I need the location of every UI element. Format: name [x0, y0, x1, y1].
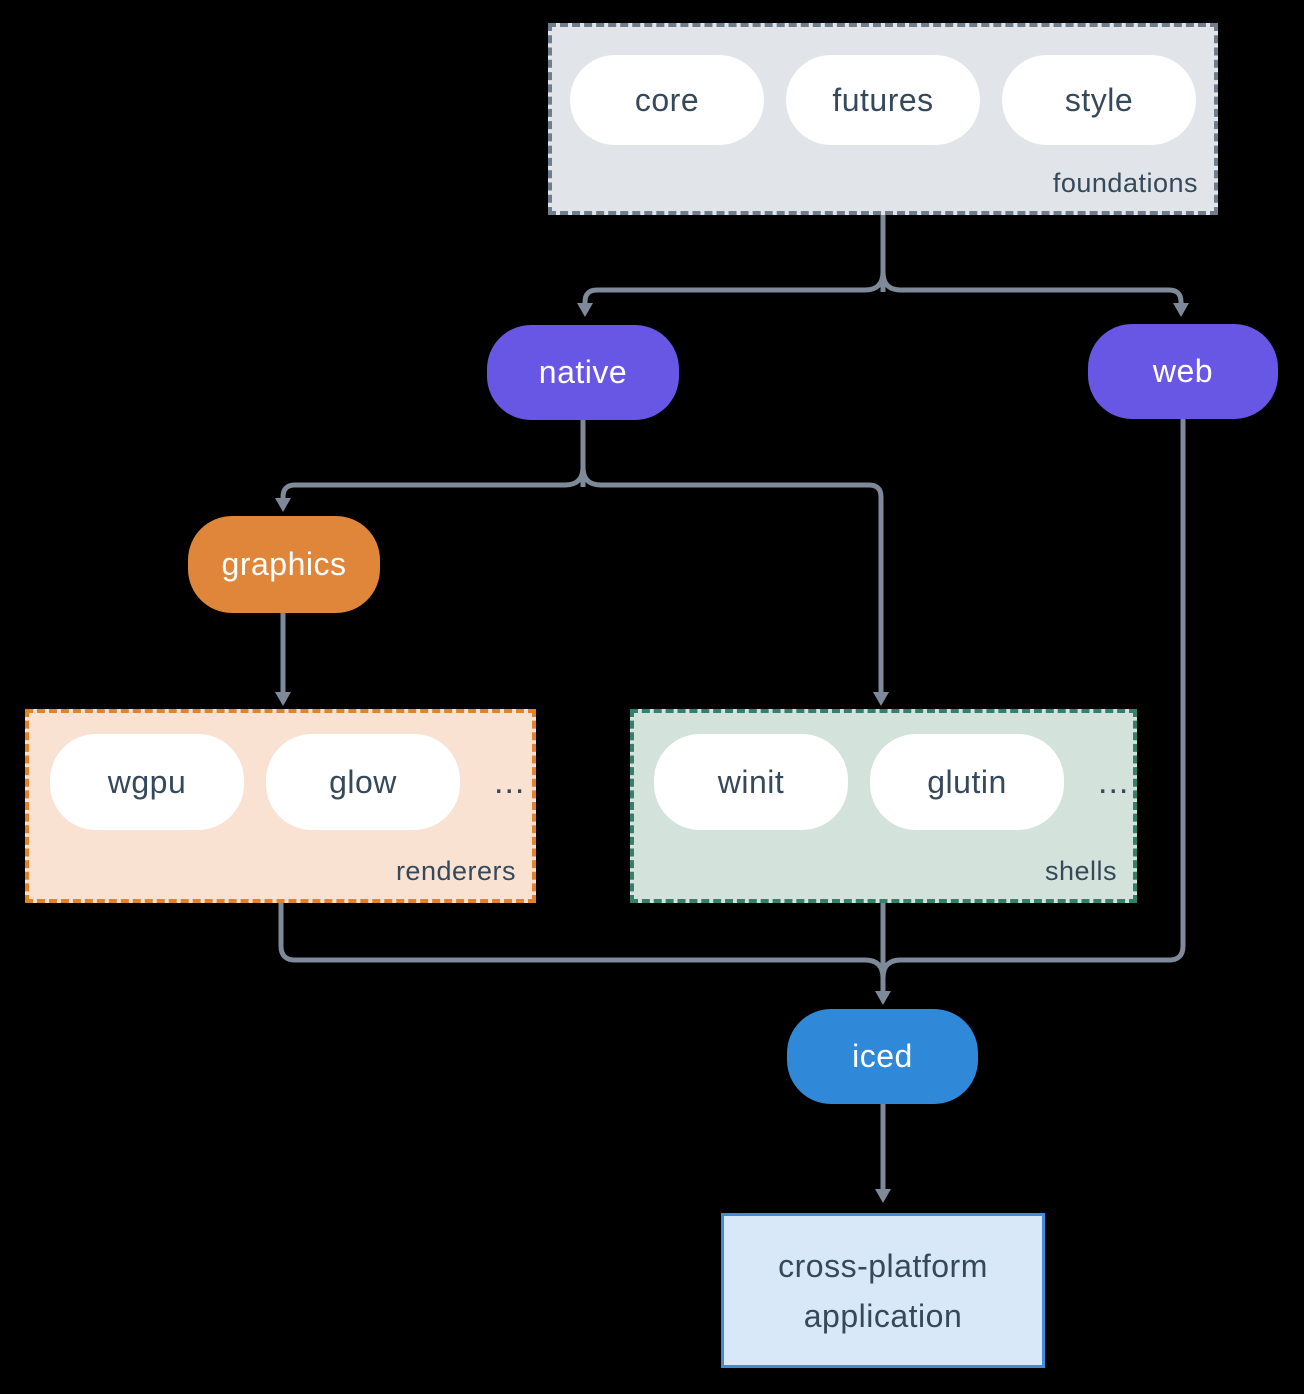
renderers-label: renderers: [395, 856, 516, 886]
connector-foundations-web: [880, 271, 1184, 307]
shells-group: winit glutin ... shells: [630, 709, 1137, 903]
node-web: web: [1088, 324, 1278, 419]
node-cross-platform-application: cross-platform application: [721, 1213, 1045, 1368]
renderers-group: wgpu glow ... renderers: [25, 709, 536, 903]
arrowhead-renderers: [275, 692, 291, 706]
foundations-label: foundations: [1052, 168, 1198, 198]
arrowhead-shells: [873, 692, 889, 706]
arrowhead-application: [875, 1189, 891, 1203]
foundations-group: core futures style foundations: [548, 23, 1218, 215]
foundations-pill-row: core futures style: [570, 55, 1214, 145]
connector-native-shells: [580, 466, 884, 692]
shells-pill-row: winit glutin ...: [654, 734, 1133, 830]
connector-native-graphics: [280, 466, 586, 499]
node-glutin: glutin: [870, 734, 1064, 830]
node-native: native: [487, 325, 679, 420]
node-graphics: graphics: [188, 516, 380, 613]
node-futures: futures: [786, 55, 980, 145]
connector-renderers-merge: [278, 903, 886, 979]
node-style: style: [1002, 55, 1196, 145]
connector-foundations-native: [582, 271, 886, 307]
arrowhead-web: [1173, 303, 1189, 317]
node-winit: winit: [654, 734, 848, 830]
shells-label: shells: [1044, 856, 1117, 886]
arrowhead-iced: [875, 991, 891, 1005]
renderers-pill-row: wgpu glow ...: [50, 734, 532, 830]
shells-ellipsis: ...: [1098, 762, 1130, 801]
arrowhead-graphics: [275, 498, 291, 512]
arrowhead-native: [577, 303, 593, 317]
node-wgpu: wgpu: [50, 734, 244, 830]
node-core: core: [570, 55, 764, 145]
node-glow: glow: [266, 734, 460, 830]
renderers-ellipsis: ...: [494, 762, 526, 801]
node-iced: iced: [787, 1009, 978, 1104]
